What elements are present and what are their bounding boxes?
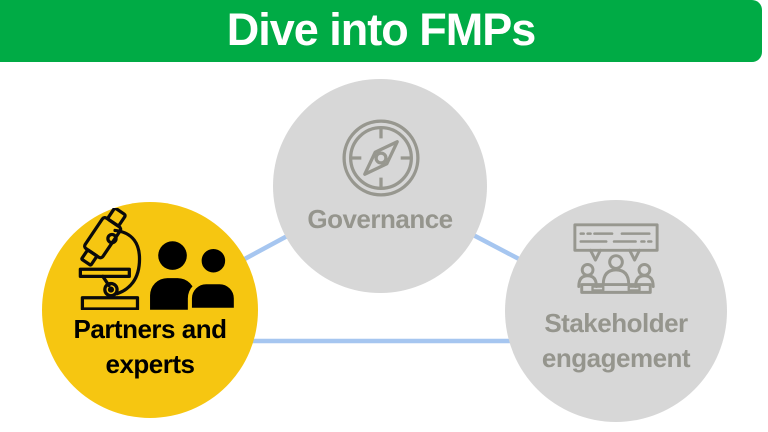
people-icon — [150, 241, 238, 310]
header-banner: Dive into FMPs — [0, 0, 762, 62]
node-stakeholder-label-line1: Stakeholder — [544, 308, 688, 338]
node-stakeholder-label: Stakeholder engagement — [505, 306, 727, 376]
node-stakeholder-label-line2: engagement — [541, 343, 691, 373]
meeting-presentation-icon — [573, 223, 659, 294]
microscope-icon — [78, 208, 142, 310]
page-title: Dive into FMPs — [226, 3, 537, 55]
node-partners-label-line1: Partners and — [73, 314, 227, 344]
node-partners: Partners and experts — [42, 202, 258, 418]
compass-icon — [342, 119, 420, 197]
node-governance-label: Governance — [307, 204, 453, 234]
node-partners-label-line2: experts — [105, 349, 196, 379]
node-governance: Governance — [273, 79, 487, 293]
node-stakeholder: Stakeholder engagement — [505, 200, 727, 422]
node-partners-label: Partners and experts — [42, 312, 258, 382]
